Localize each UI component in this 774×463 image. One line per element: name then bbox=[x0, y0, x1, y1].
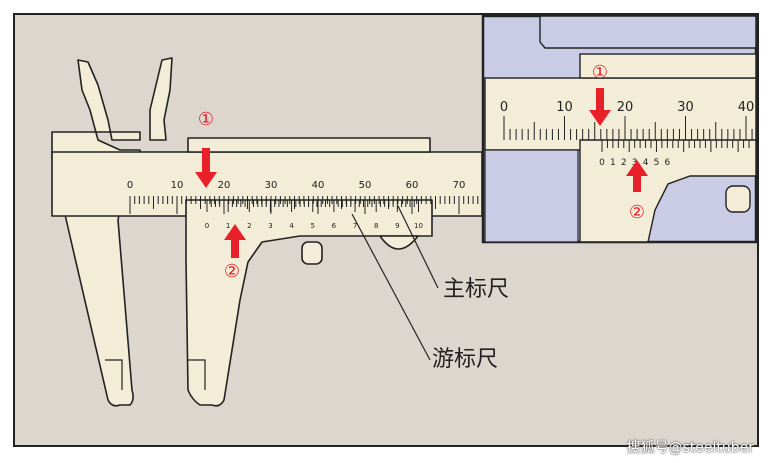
inset-vernier-label: 6 bbox=[664, 158, 670, 168]
main-scale-label: 30 bbox=[265, 180, 278, 191]
vernier-scale-label: 3 bbox=[268, 222, 272, 230]
vernier-scale-label: 0 bbox=[205, 222, 209, 230]
inset-vernier-label: 2 bbox=[621, 158, 627, 168]
vernier-scale-ticks bbox=[206, 200, 419, 212]
vernier-scale-leader bbox=[351, 213, 431, 361]
vernier-scale-label: 1 bbox=[226, 222, 230, 230]
caliper-body bbox=[51, 57, 483, 407]
main-scale-label: 10 bbox=[171, 180, 184, 191]
marker-1: ① bbox=[198, 109, 214, 130]
inset-main-labels: 0 10 20 30 40 bbox=[500, 100, 754, 115]
inset-slider-top bbox=[579, 53, 757, 79]
fixed-jaw bbox=[51, 59, 141, 407]
inset-main-ticks bbox=[503, 116, 753, 140]
inset-vernier-label: 0 bbox=[599, 158, 605, 168]
inset-vernier-label: 5 bbox=[654, 158, 660, 168]
main-scale-label: 0 bbox=[127, 180, 133, 191]
vernier-scale-label: 4 bbox=[289, 222, 294, 230]
main-scale-label: 20 bbox=[218, 180, 231, 191]
marker-2: ② bbox=[224, 261, 240, 282]
arrow-down-marker-1 bbox=[195, 148, 217, 188]
vernier-scale-label: 9 bbox=[395, 222, 399, 230]
main-scale-label: 50 bbox=[359, 180, 372, 191]
vernier-scale-callout: 游标尺 bbox=[432, 347, 498, 372]
main-scale-ticks bbox=[129, 196, 479, 214]
inset-vernier-label: 4 bbox=[643, 158, 649, 168]
thumb-wheel bbox=[379, 235, 419, 250]
main-scale-labels: 0 10 20 30 40 50 60 70 bbox=[127, 180, 466, 191]
main-scale-label: 60 bbox=[406, 180, 419, 191]
slider-jaw-groove bbox=[188, 359, 206, 390]
inset-marker-2: ② bbox=[629, 202, 645, 223]
main-scale-label: 40 bbox=[312, 180, 325, 191]
inset-lower-left bbox=[484, 149, 579, 243]
main-scale-leader bbox=[397, 205, 439, 289]
slider-top-plate bbox=[187, 137, 431, 153]
inset-vernier-ticks bbox=[601, 140, 750, 152]
inset-main-label: 20 bbox=[617, 100, 634, 115]
inset-main-label: 10 bbox=[556, 100, 573, 115]
inset-arrow-down-1 bbox=[589, 88, 611, 126]
vernier-scale-label: 10 bbox=[414, 222, 423, 230]
inset-vernier-body bbox=[579, 139, 757, 243]
vernier-scale-label: 7 bbox=[353, 222, 357, 230]
fixed-jaw-groove bbox=[105, 359, 123, 390]
vernier-scale-label: 8 bbox=[374, 222, 378, 230]
inset-main-label: 0 bbox=[500, 100, 508, 115]
watermark-text: 搜狐号@steeltuber bbox=[626, 440, 754, 456]
vernier-scale-label: 5 bbox=[311, 222, 315, 230]
inset-arrow-up-2 bbox=[626, 160, 648, 192]
vernier-scale-labels: 0 1 2 3 4 5 6 7 8 9 10 bbox=[205, 222, 423, 230]
inset-lock-screw bbox=[725, 185, 751, 213]
inset-marker-1: ① bbox=[592, 62, 608, 83]
inset-vernier-label: 3 bbox=[632, 158, 638, 168]
inset-upper-housing bbox=[539, 15, 757, 49]
slider-upper-jaw bbox=[149, 57, 173, 141]
inset-main-label: 30 bbox=[677, 100, 694, 115]
lock-screw bbox=[301, 241, 323, 265]
vernier-scale-label: 2 bbox=[247, 222, 251, 230]
main-scale-label: 70 bbox=[453, 180, 466, 191]
slider-body bbox=[185, 199, 433, 407]
inset-vernier-label: 1 bbox=[610, 158, 616, 168]
arrow-up-marker-2 bbox=[224, 224, 246, 258]
main-scale-callout: 主标尺 bbox=[443, 277, 509, 302]
vernier-scale-label: 6 bbox=[332, 222, 337, 230]
inset-main-label: 40 bbox=[738, 100, 755, 115]
